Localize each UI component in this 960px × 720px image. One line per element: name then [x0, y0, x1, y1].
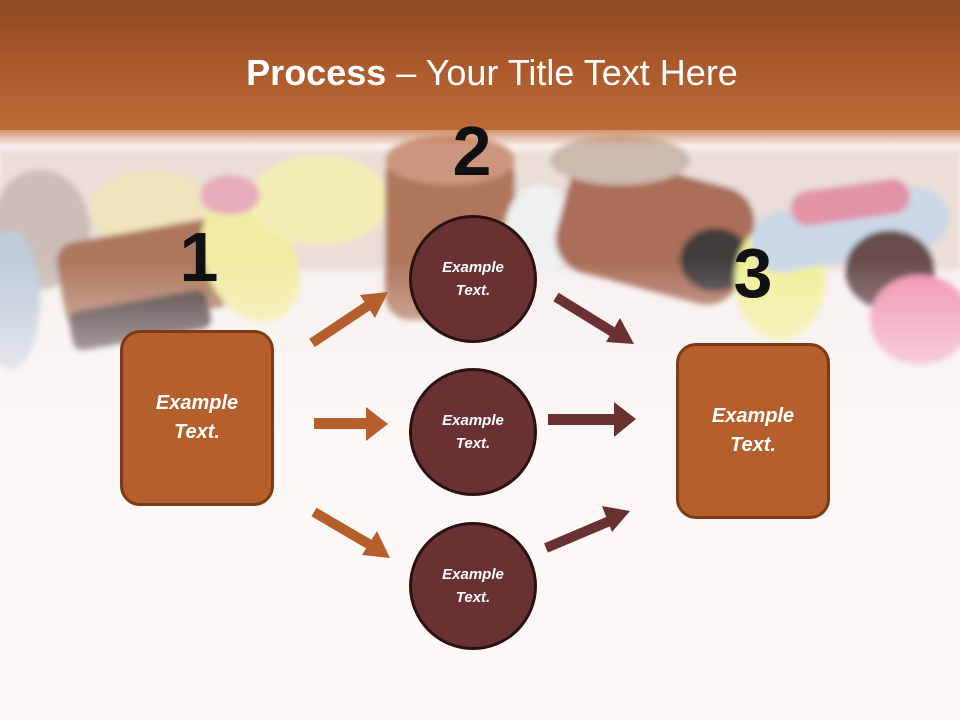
step-box-3-label: Example Text.: [711, 405, 795, 456]
middle-circle-center[interactable]: Example Text.: [409, 368, 537, 496]
step-box-1-label: Example Text.: [155, 392, 239, 443]
arrow-right-icon-from-bottom: [544, 506, 630, 553]
step-box-3[interactable]: Example Text.: [676, 343, 830, 519]
arrow-right-icon-from-middle: [548, 402, 636, 437]
step-box-1[interactable]: Example Text.: [120, 330, 274, 506]
arrow-right-icon-to-top: [309, 292, 388, 348]
title-rest: – Your Title Text Here: [386, 52, 738, 93]
slide-title[interactable]: Process – Your Title Text Here: [0, 52, 960, 94]
middle-circle-top[interactable]: Example Text.: [409, 215, 537, 343]
title-bold: Process: [246, 52, 387, 93]
arrow-right-icon-from-top: [553, 292, 634, 344]
arrow-right-icon-to-bottom: [311, 507, 390, 558]
step-number-1: 1: [179, 218, 219, 296]
middle-circle-top-label: Example Text.: [442, 259, 504, 299]
middle-circle-bottom[interactable]: Example Text.: [409, 522, 537, 650]
middle-circle-bottom-label: Example Text.: [442, 566, 504, 606]
step-number-2: 2: [452, 112, 492, 190]
step-number-3: 3: [733, 234, 773, 312]
arrow-right-icon-to-middle: [314, 407, 388, 441]
title-bar: [0, 0, 960, 130]
title-bar-fade: [0, 126, 960, 146]
middle-circle-center-label: Example Text.: [442, 412, 504, 452]
